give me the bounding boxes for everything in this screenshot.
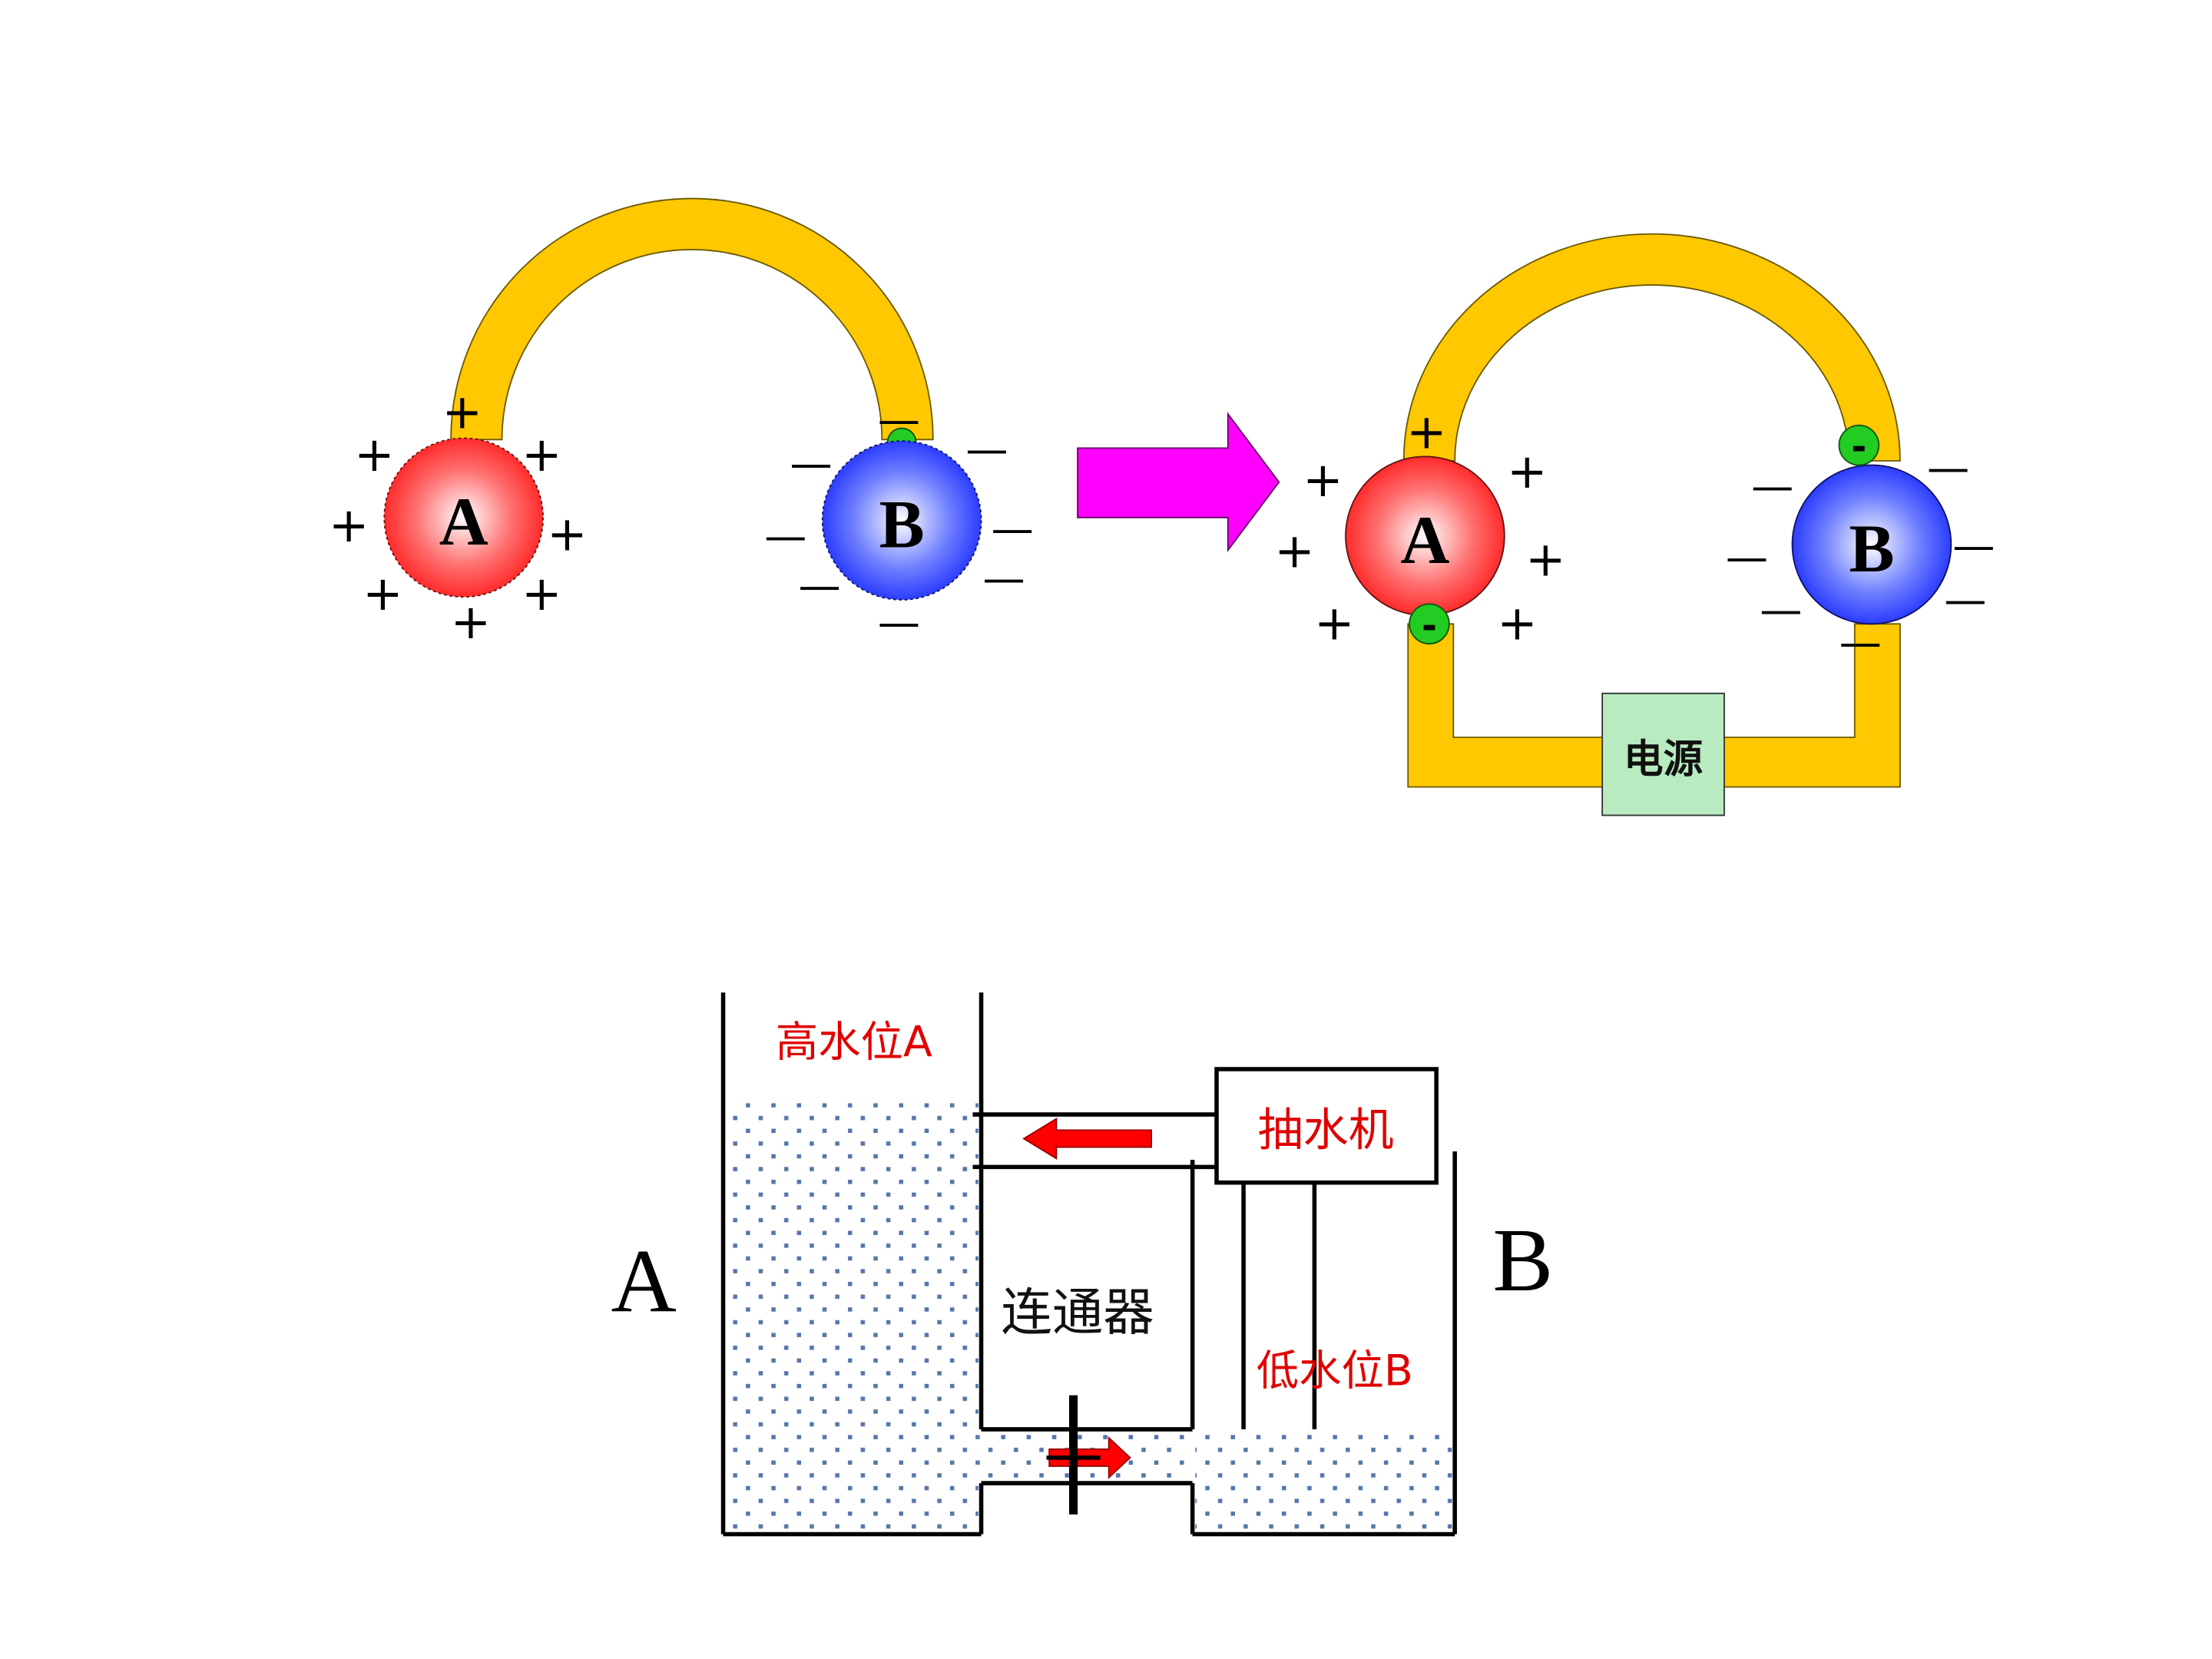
plus-sign: +	[1303, 452, 1343, 508]
minus-sign: —	[1944, 575, 1986, 624]
pump-box	[1214, 1067, 1439, 1185]
plus-sign: +	[1525, 531, 1566, 588]
plus-sign: +	[442, 384, 483, 440]
conducting-wire-arc	[450, 197, 934, 441]
minus-sign: —	[965, 426, 1008, 475]
ball-b	[1791, 464, 1952, 625]
left-diagram: A B + + + + + + + + — — — — — — — —	[329, 197, 1034, 650]
minus-sign: —	[764, 512, 806, 561]
flow-arrow-left	[1022, 1117, 1152, 1160]
minus-sign: —	[1839, 618, 1881, 667]
ball-a	[383, 437, 544, 598]
pump-label: 抽水机	[1258, 1104, 1394, 1157]
ball-a-label: A	[439, 485, 488, 560]
plus-sign: +	[451, 594, 492, 650]
circuit-wire-bottom	[1407, 623, 1901, 788]
minus-sign: —	[1726, 533, 1768, 582]
minus-sign: —	[982, 555, 1025, 604]
plus-sign: +	[522, 565, 562, 621]
electron-dot	[1409, 603, 1450, 645]
transition-arrow	[1077, 412, 1280, 553]
minus-sign: —	[1927, 444, 1969, 493]
plus-sign: +	[1274, 522, 1315, 578]
minus-sign: —	[790, 439, 832, 488]
electron-sign: -	[1422, 604, 1437, 647]
minus-sign: —	[798, 561, 840, 611]
tank-walls	[720, 992, 1457, 1537]
plus-sign: +	[1497, 595, 1538, 651]
electron-dot	[1838, 424, 1880, 466]
minus-sign: —	[878, 396, 920, 445]
plus-sign: +	[522, 426, 562, 482]
power-source-box	[1601, 692, 1725, 816]
electron-sign: -	[1851, 426, 1866, 469]
ball-b	[821, 440, 982, 601]
plus-sign: +	[1507, 443, 1548, 499]
plus-sign: +	[547, 505, 588, 561]
minus-sign: —	[1760, 585, 1802, 634]
water-tank-a	[726, 1103, 979, 1532]
ball-b-label: B	[879, 488, 925, 563]
high-level-label: 高水位A	[776, 1018, 932, 1067]
minus-sign: —	[991, 505, 1033, 554]
positive-charges: + + + + + + + +	[329, 384, 588, 650]
tank-a-label: A	[611, 1231, 676, 1332]
water-diagram: 抽水机 高水位A 低水位B 连通器 A B	[611, 992, 1553, 1537]
ball-a-label: A	[1400, 503, 1449, 578]
minus-sign: —	[878, 598, 920, 647]
low-level-label: 低水位B	[1257, 1347, 1413, 1396]
power-source-label: 电源	[1624, 737, 1704, 783]
plus-sign: +	[329, 497, 369, 553]
positive-charges: + + + + + + +	[1274, 403, 1565, 651]
connector-label: 连通器	[1001, 1283, 1154, 1343]
plus-sign: +	[1314, 595, 1355, 651]
plus-sign: +	[1406, 403, 1447, 459]
right-diagram: 电源 A B - - + + + + + + + — — — — — — —	[1274, 233, 1995, 816]
ball-b-label: B	[1849, 512, 1894, 587]
water-tank-b	[1195, 1429, 1452, 1532]
negative-charges: — — — — — — —	[1726, 444, 1995, 667]
plus-sign: +	[354, 426, 395, 482]
plus-sign: +	[363, 565, 403, 621]
negative-charges: — — — — — — — —	[764, 396, 1034, 647]
minus-sign: —	[1952, 522, 1995, 571]
conducting-wire-arc	[1402, 233, 1901, 462]
tank-b-label: B	[1492, 1210, 1553, 1310]
minus-sign: —	[1751, 462, 1793, 512]
